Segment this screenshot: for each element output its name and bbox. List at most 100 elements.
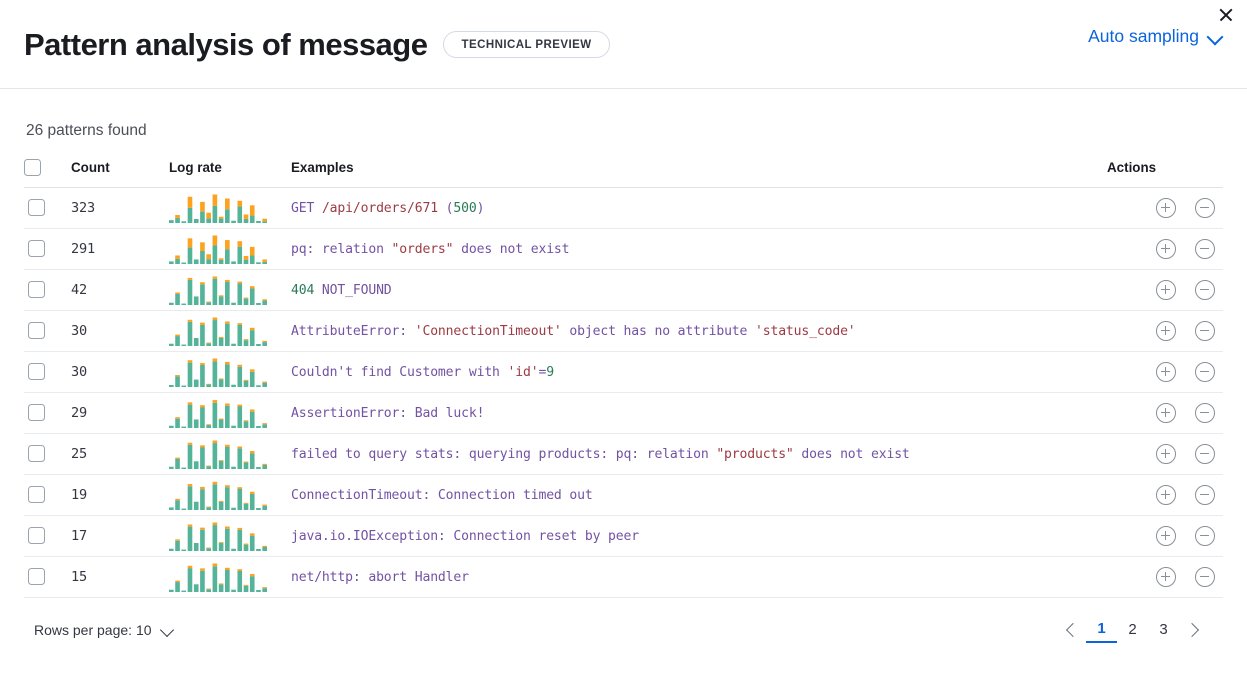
count-value: 25	[71, 446, 87, 462]
circle-plus-icon[interactable]	[1156, 362, 1176, 382]
close-icon[interactable]	[1213, 2, 1239, 28]
select-all-checkbox[interactable]	[24, 159, 41, 176]
circle-minus-icon[interactable]	[1195, 567, 1215, 587]
circle-minus-icon[interactable]	[1195, 526, 1215, 546]
column-header-examples[interactable]: Examples	[291, 159, 1107, 188]
count-cell: 25	[71, 433, 169, 475]
circle-plus-icon[interactable]	[1156, 567, 1176, 587]
circle-minus-icon[interactable]	[1195, 198, 1215, 218]
circle-plus-icon[interactable]	[1156, 485, 1176, 505]
table-row[interactable]: 15 net/http: abort Handler	[24, 556, 1223, 598]
row-checkbox[interactable]	[28, 322, 45, 340]
table-row[interactable]: 19 ConnectionTimeout: Connection timed ou…	[24, 474, 1223, 516]
column-header-log-rate[interactable]: Log rate	[169, 159, 291, 188]
circle-plus-icon[interactable]	[1156, 239, 1176, 259]
auto-sampling-label: Auto sampling	[1088, 26, 1199, 46]
circle-plus-icon[interactable]	[1156, 403, 1176, 423]
dialog-header: Pattern analysis of message TECHNICAL PR…	[0, 0, 1247, 89]
count-cell: 15	[71, 556, 169, 598]
log-rate-cell	[169, 187, 291, 229]
page-title: Pattern analysis of message	[24, 26, 428, 62]
example-token: )	[476, 201, 485, 216]
actions-cell	[1107, 515, 1223, 557]
log-rate-sparkline	[169, 440, 267, 469]
log-rate-sparkline	[169, 522, 267, 551]
circle-minus-icon[interactable]	[1195, 280, 1215, 300]
count-cell: 291	[71, 228, 169, 270]
row-checkbox[interactable]	[28, 281, 45, 299]
row-checkbox[interactable]	[28, 527, 45, 545]
circle-minus-icon[interactable]	[1195, 403, 1215, 423]
actions-cell	[1107, 187, 1223, 229]
actions-cell	[1107, 310, 1223, 352]
circle-minus-icon[interactable]	[1195, 485, 1215, 505]
circle-minus-icon[interactable]	[1195, 321, 1215, 341]
circle-plus-icon[interactable]	[1156, 526, 1176, 546]
example-token: pq: relation	[291, 242, 392, 257]
log-rate-cell	[169, 351, 291, 393]
row-select-cell	[24, 187, 71, 229]
row-checkbox[interactable]	[28, 568, 45, 586]
row-checkbox[interactable]	[28, 199, 45, 217]
example-cell: net/http: abort Handler	[291, 556, 1107, 598]
count-cell: 30	[71, 310, 169, 352]
example-cell: 404 NOT_FOUND	[291, 269, 1107, 311]
row-checkbox[interactable]	[28, 486, 45, 504]
example-token: GET	[291, 201, 322, 216]
dialog-body: 26 patterns found Count Log rate Example…	[0, 89, 1247, 645]
example-token: 404	[291, 283, 315, 298]
log-rate-sparkline	[169, 481, 267, 510]
table-head: Count Log rate Examples Actions	[24, 159, 1223, 188]
column-header-count[interactable]: Count	[71, 159, 169, 188]
example-token: 9	[546, 365, 554, 380]
page-number-2[interactable]: 2	[1128, 620, 1137, 638]
row-checkbox[interactable]	[28, 445, 45, 463]
example-token: java.io.IOException: Connection reset by…	[291, 529, 639, 544]
log-rate-sparkline	[169, 194, 267, 223]
count-value: 291	[71, 241, 95, 257]
circle-minus-icon[interactable]	[1195, 239, 1215, 259]
example-token: Couldn't find Customer with	[291, 365, 508, 380]
example-token: 500	[453, 201, 477, 216]
row-checkbox[interactable]	[28, 240, 45, 258]
page-number-1[interactable]: 1	[1086, 618, 1117, 643]
page-number-3[interactable]: 3	[1159, 620, 1168, 638]
count-value: 19	[71, 487, 87, 503]
example-token: net/http: abort Handler	[291, 570, 469, 585]
circle-minus-icon[interactable]	[1195, 362, 1215, 382]
example-text: java.io.IOException: Connection reset by…	[291, 529, 639, 544]
chevron-down-icon	[161, 623, 175, 637]
circle-plus-icon[interactable]	[1156, 444, 1176, 464]
log-rate-sparkline	[169, 276, 267, 305]
circle-plus-icon[interactable]	[1156, 321, 1176, 341]
select-all-header	[24, 159, 71, 188]
circle-plus-icon[interactable]	[1156, 280, 1176, 300]
table-header-row: Count Log rate Examples Actions	[24, 159, 1223, 188]
log-rate-cell	[169, 474, 291, 516]
circle-plus-icon[interactable]	[1156, 198, 1176, 218]
row-checkbox[interactable]	[28, 363, 45, 381]
count-value: 15	[71, 569, 87, 585]
row-select-cell	[24, 556, 71, 598]
example-text: ConnectionTimeout: Connection timed out	[291, 488, 593, 503]
auto-sampling-button[interactable]: Auto sampling	[1088, 26, 1223, 47]
actions-cell	[1107, 228, 1223, 270]
count-value: 30	[71, 364, 87, 380]
circle-minus-icon[interactable]	[1195, 444, 1215, 464]
rows-per-page-selector[interactable]: Rows per page: 10	[34, 622, 175, 638]
count-cell: 30	[71, 351, 169, 393]
chevron-left-icon[interactable]	[1056, 615, 1086, 645]
example-token: (	[437, 201, 454, 216]
count-value: 30	[71, 323, 87, 339]
row-checkbox[interactable]	[28, 404, 45, 422]
chevron-right-icon[interactable]	[1179, 615, 1209, 645]
example-token: "orders"	[391, 242, 454, 257]
